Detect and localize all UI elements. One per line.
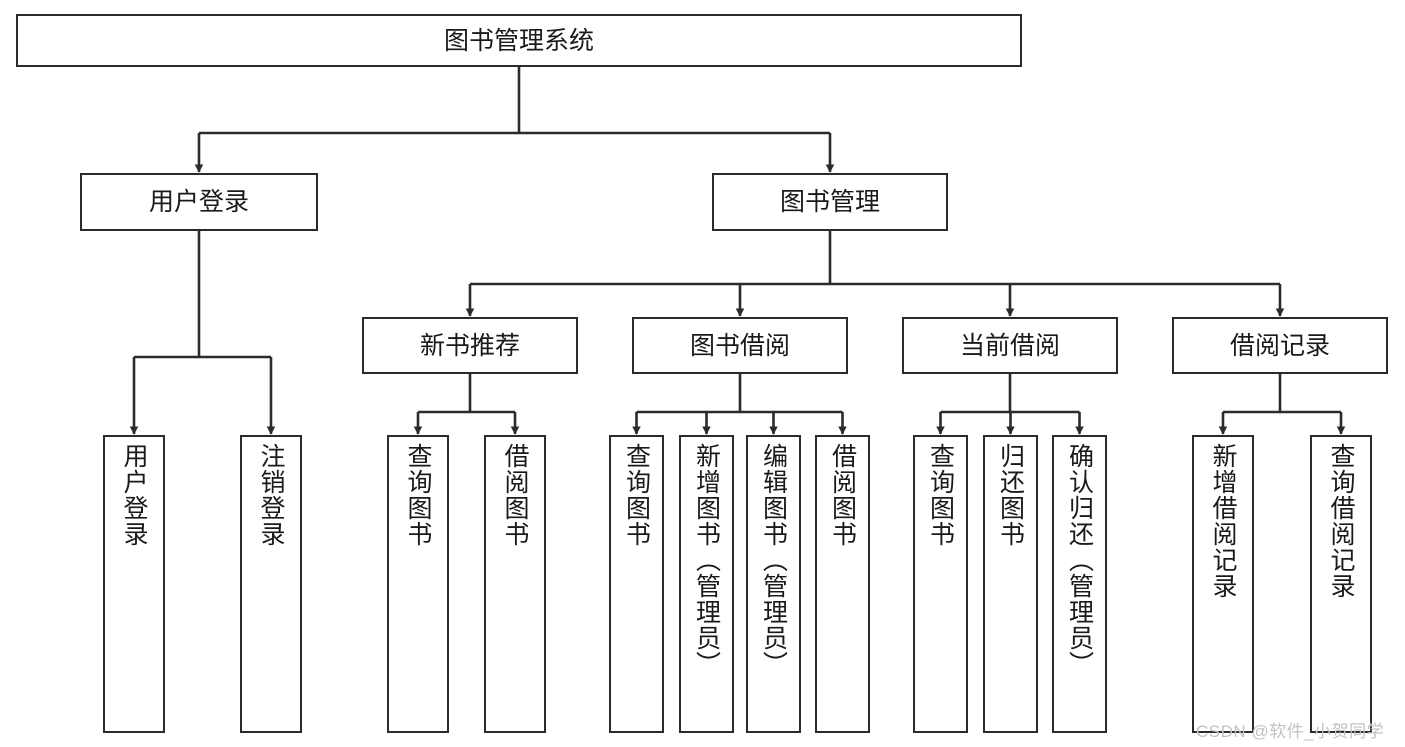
node-leaf-query-borrow-record[interactable]: 查询借阅记录 — [1310, 435, 1372, 733]
node-user-login[interactable]: 用户登录 — [80, 173, 318, 231]
node-label: 归还图书 — [996, 443, 1025, 547]
node-new-book-recommend[interactable]: 新书推荐 — [362, 317, 578, 374]
connector-lines — [129, 67, 1346, 435]
node-leaf-borrow-book-borrow[interactable]: 借阅图书 — [815, 435, 870, 733]
node-label: 借阅图书 — [501, 443, 529, 547]
node-leaf-user-login[interactable]: 用户登录 — [103, 435, 165, 733]
node-label: 图书管理系统 — [443, 26, 594, 55]
node-label: 图书管理 — [779, 188, 880, 216]
node-label: 借阅图书 — [828, 443, 857, 547]
node-label: 确认归还（管理员） — [1065, 443, 1094, 677]
node-leaf-add-borrow-record[interactable]: 新增借阅记录 — [1192, 435, 1254, 733]
node-label: 借阅记录 — [1229, 331, 1330, 360]
node-label: 编辑图书（管理员） — [759, 443, 788, 677]
node-leaf-query-book-recommend[interactable]: 查询图书 — [387, 435, 449, 733]
node-label: 新增图书（管理员） — [692, 443, 721, 677]
node-current-borrow[interactable]: 当前借阅 — [902, 317, 1118, 374]
node-leaf-add-book-admin[interactable]: 新增图书（管理员） — [679, 435, 734, 733]
node-label: 用户登录 — [120, 443, 148, 547]
node-leaf-return-book[interactable]: 归还图书 — [983, 435, 1038, 733]
node-label: 当前借阅 — [959, 331, 1060, 360]
node-label: 图书借阅 — [689, 331, 790, 360]
node-leaf-borrow-book-recommend[interactable]: 借阅图书 — [484, 435, 546, 733]
node-book-borrow[interactable]: 图书借阅 — [632, 317, 848, 374]
node-label: 查询借阅记录 — [1327, 443, 1355, 599]
node-label: 查询图书 — [622, 443, 651, 547]
node-label: 新增借阅记录 — [1209, 443, 1237, 599]
node-label: 查询图书 — [404, 443, 432, 547]
node-root[interactable]: 图书管理系统 — [16, 14, 1022, 67]
node-leaf-query-book-borrow[interactable]: 查询图书 — [609, 435, 664, 733]
node-leaf-query-book-current[interactable]: 查询图书 — [913, 435, 968, 733]
node-leaf-edit-book-admin[interactable]: 编辑图书（管理员） — [746, 435, 801, 733]
node-label: 新书推荐 — [419, 331, 520, 360]
node-book-management[interactable]: 图书管理 — [712, 173, 948, 231]
node-borrow-record[interactable]: 借阅记录 — [1172, 317, 1388, 374]
node-label: 用户登录 — [148, 188, 249, 216]
node-label: 查询图书 — [926, 443, 955, 547]
node-label: 注销登录 — [257, 443, 285, 547]
csdn-watermark: CSDN @软件_小贺同学 — [1196, 722, 1385, 741]
node-leaf-confirm-return-admin[interactable]: 确认归还（管理员） — [1052, 435, 1107, 733]
node-leaf-logout-login[interactable]: 注销登录 — [240, 435, 302, 733]
